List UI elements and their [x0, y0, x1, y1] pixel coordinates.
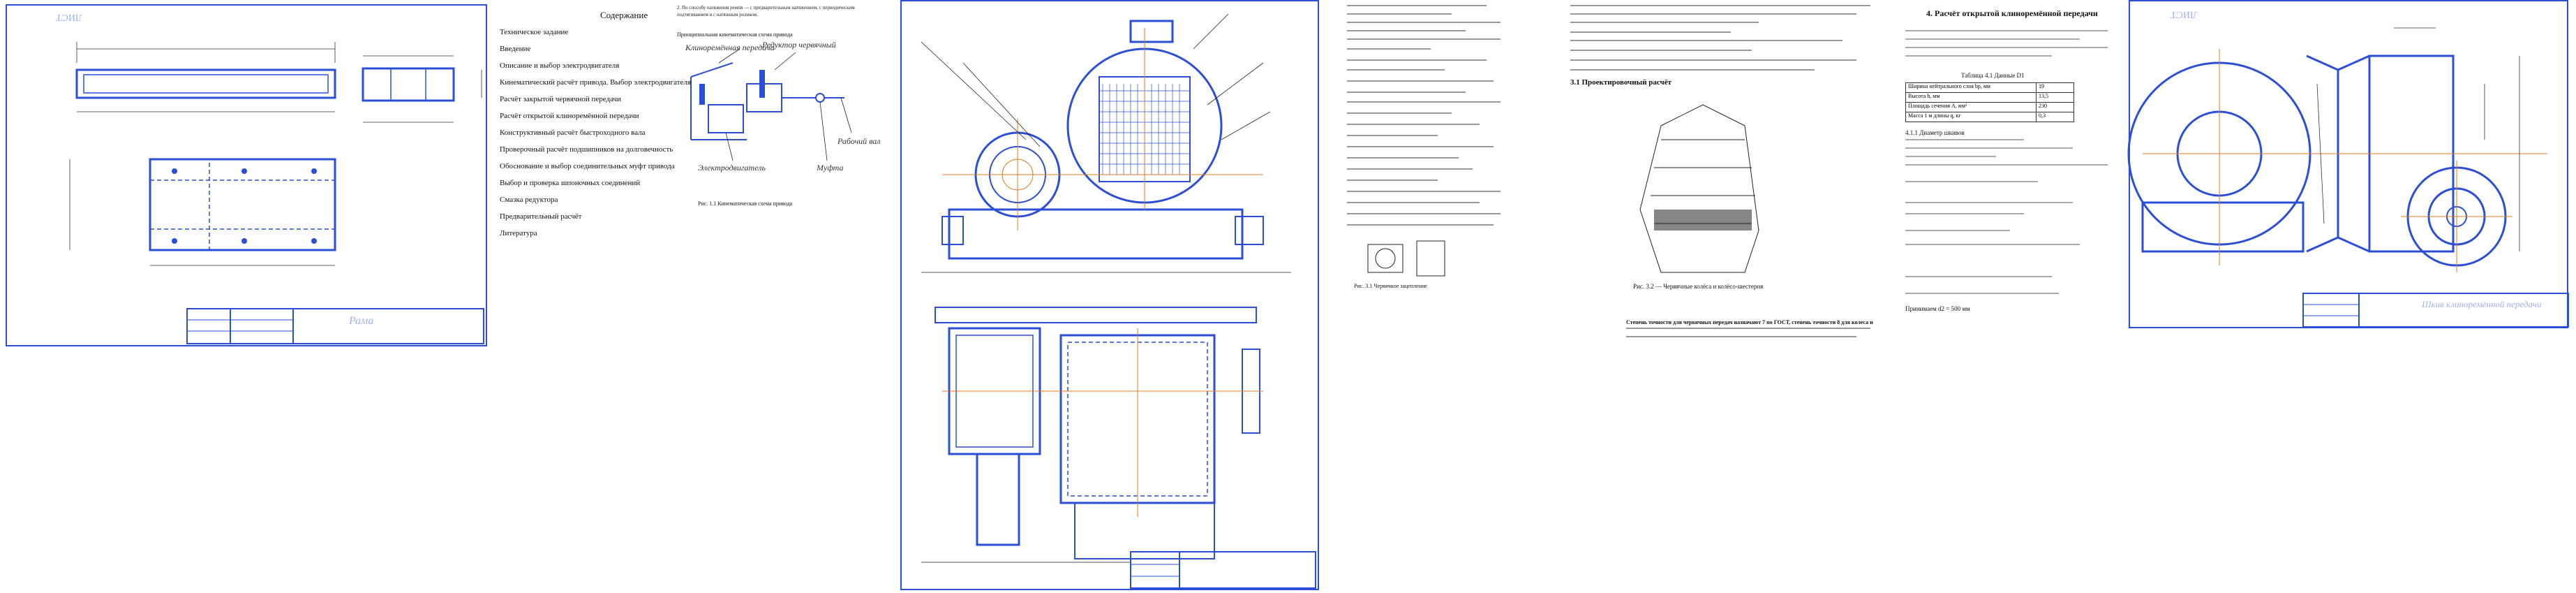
table-title: Таблица 4.1 Данные D1 [1961, 72, 2025, 79]
intro-paragraph: 2. По способу натяжения ремня — с предва… [677, 5, 855, 17]
belt-table: Ширина нейтрального слоя bp, мм 19 Высот… [1905, 82, 2074, 122]
contents-item[interactable]: Проверочный расчёт подшипников на долгов… [500, 145, 673, 154]
sheet-belt-calc: 4. Расчёт открытой клиноремённой передач… [1898, 0, 2122, 349]
sheet-assembly [900, 0, 1319, 593]
sheet-calculation: 3.1 Проектировочный расчёт Рис. 3.1 Черв… [1326, 0, 1884, 349]
bottom-note: Степень точности для червячных передач н… [1626, 319, 1873, 325]
sheet-border [900, 0, 1319, 590]
contents-item[interactable]: Расчёт открытой клиноремённой передачи [500, 112, 639, 120]
table-cell: Масса 1 м длины q, кг [1908, 112, 1961, 119]
sheet-border [6, 4, 487, 346]
contents-item[interactable]: Смазка редуктора [500, 196, 558, 204]
table-cell: 230 [2036, 103, 2074, 112]
contents-item[interactable]: Предварительный расчёт [500, 212, 582, 221]
contents-item[interactable]: Расчёт закрытой червячной передачи [500, 95, 621, 103]
table-cell: Высота h, мм [1908, 93, 1940, 99]
table-cell: Ширина нейтрального слоя bp, мм [1908, 83, 1990, 89]
section-title: 3.1 Проектировочный расчёт [1570, 78, 1672, 87]
contents-heading: Содержание [600, 10, 648, 20]
kinematic-scheme [690, 48, 852, 161]
table-cell: 13,5 [2036, 93, 2074, 102]
stamp-title: Рама [349, 315, 374, 327]
contents-item[interactable]: Литература [500, 229, 537, 237]
table-cell: 0,3 [2036, 112, 2074, 122]
label-coupling: Муфта [817, 163, 844, 173]
label-motor: Электродвигатель [698, 163, 766, 173]
contents-item[interactable]: Выбор и проверка шпоночных соединений [500, 179, 641, 187]
contents-item[interactable]: Описание и выбор электродвигателя [500, 61, 620, 70]
stamp-title: Шкив клиноремённой передачи [2422, 299, 2542, 309]
text-lines [1905, 30, 2108, 294]
label-belt: Клиноремённая передача [685, 43, 775, 52]
table-cell: Площадь сечения A, мм² [1908, 103, 1967, 109]
text-lines-left [1347, 5, 1870, 337]
belt-section-title: 4. Расчёт открытой клиноремённой передач… [1926, 8, 2098, 18]
sheet-frame-drawing: ЛИСТ [0, 0, 489, 349]
contents-item[interactable]: Обоснование и выбор соединительных муфт … [500, 162, 675, 170]
contents-item[interactable]: Введение [500, 45, 531, 53]
sheet-pulley: ЛИСТ [2127, 0, 2576, 349]
figure-caption: Рис. 3.1 Червячное зацепление [1354, 283, 1427, 289]
contents-item[interactable]: Кинематический расчёт привода. Выбор эле… [500, 78, 691, 87]
figure-caption: Рис. 1.1 Кинематическая схема привода [698, 200, 793, 207]
contents-item[interactable]: Конструктивный расчёт быстроходного вала [500, 129, 646, 137]
label-shaft: Рабочий вал [837, 136, 881, 146]
pulley-views [2127, 27, 2569, 328]
figure2-caption: Рис. 3.2 — Червячные колёса и колёсо-шес… [1633, 283, 1764, 290]
frame-top-view [69, 42, 484, 344]
table-cell: 19 [2036, 83, 2074, 92]
contents-item[interactable]: Техническое задание [500, 28, 569, 36]
label-reducer: Редуктор червячный [762, 40, 836, 50]
assembly-views [921, 13, 1316, 589]
result-label: Принимаем d2 = 500 мм [1905, 305, 1970, 312]
sheet-contents: Содержание Техническое задание Введение … [489, 0, 893, 349]
scheme-caption: Принципиальная кинематическая схема прив… [677, 31, 793, 38]
subsection-title: 4.1.1 Диаметр шкивов [1905, 129, 1965, 136]
